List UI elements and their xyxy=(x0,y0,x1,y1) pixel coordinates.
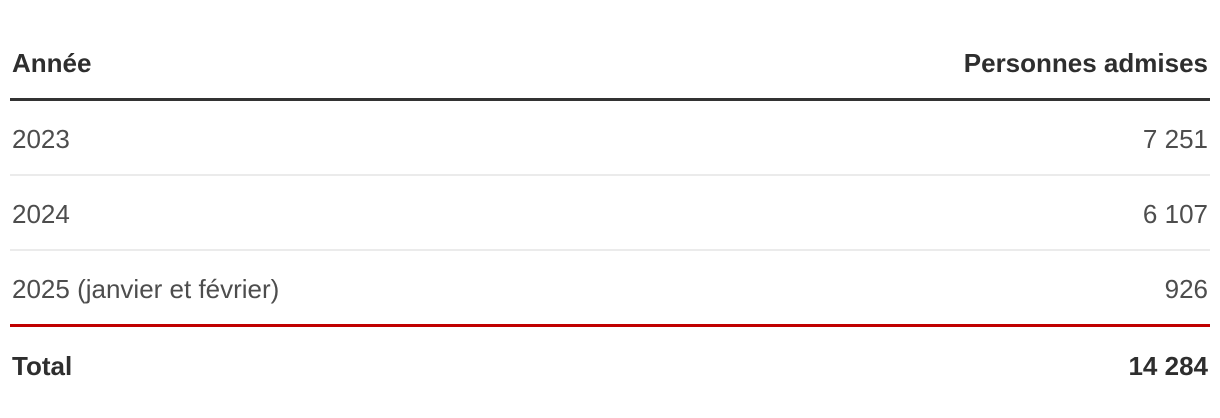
table-total-row: Total 14 284 xyxy=(10,327,1210,401)
row-admitted-value: 6 107 xyxy=(1142,199,1208,229)
row-year-label: 2023 xyxy=(12,124,70,154)
table-header-row: Année Personnes admises xyxy=(10,0,1210,101)
row-admitted-value: 926 xyxy=(1164,274,1208,304)
column-header-admitted: Personnes admises xyxy=(963,48,1208,78)
table-row: 2025 (janvier et février) 926 xyxy=(10,251,1210,327)
column-header-year: Année xyxy=(12,48,92,78)
row-year-label: 2025 (janvier et février) xyxy=(12,274,280,304)
row-year-label: 2024 xyxy=(12,199,70,229)
total-label: Total xyxy=(12,351,73,381)
table-row: 2023 7 251 xyxy=(10,101,1210,176)
row-admitted-value: 7 251 xyxy=(1142,124,1208,154)
total-value: 14 284 xyxy=(1128,351,1208,381)
table-row: 2024 6 107 xyxy=(10,176,1210,251)
